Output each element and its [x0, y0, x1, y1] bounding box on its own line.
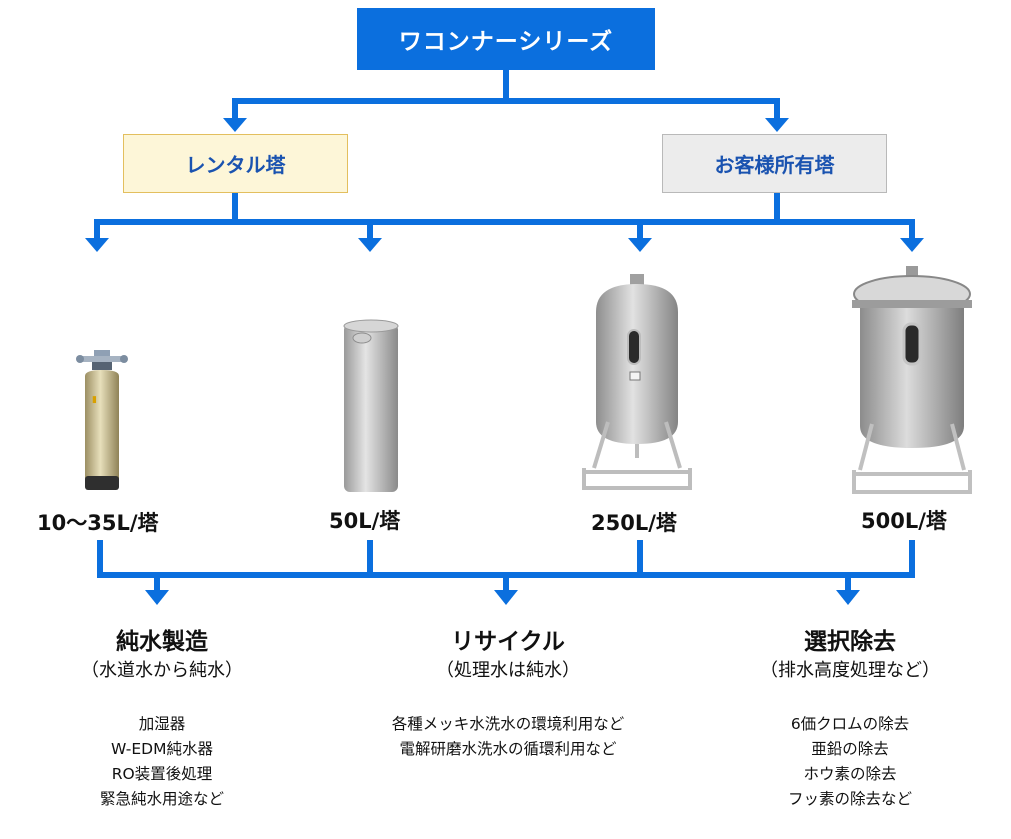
- arrow-down-icon: [145, 590, 169, 605]
- use-item: 各種メッキ水洗水の環境利用など: [391, 715, 625, 733]
- use-item: RO装置後処理: [111, 765, 213, 783]
- arrow-down-icon: [765, 118, 789, 132]
- application-title: 選択除去: [804, 629, 896, 655]
- use-item: ホウ素の除去: [803, 765, 897, 783]
- application-subtitle: （処理水は純水）: [436, 660, 580, 681]
- capacity-label: 500L/塔: [861, 509, 947, 533]
- use-item: フッ素の除去など: [787, 790, 912, 808]
- use-item: 6価クロムの除去: [790, 715, 910, 733]
- application-subtitle: （水道水から純水）: [81, 660, 243, 681]
- arrow-down-icon: [900, 238, 924, 252]
- use-item: 加湿器: [138, 715, 186, 733]
- application-subtitle: （排水高度処理など）: [760, 660, 940, 681]
- owned-tower-box: お客様所有塔: [662, 134, 887, 193]
- application-title: 純水製造: [116, 629, 208, 655]
- use-item: 亜鉛の除去: [811, 740, 889, 758]
- rental-tower-box: レンタル塔: [123, 134, 348, 193]
- svg-text:▮: ▮: [92, 395, 97, 405]
- arrow-down-icon: [223, 118, 247, 132]
- arrow-down-icon: [85, 238, 109, 252]
- use-item: 緊急純水用途など: [99, 790, 224, 808]
- capacity-label: 250L/塔: [591, 511, 677, 535]
- capacity-label: 50L/塔: [329, 509, 401, 533]
- use-item: W-EDM純水器: [111, 740, 213, 758]
- arrow-down-icon: [358, 238, 382, 252]
- application-uses-list: 各種メッキ水洗水の環境利用など 電解研磨水洗水の循環利用など: [338, 712, 678, 762]
- application-title: リサイクル: [451, 629, 565, 655]
- arrow-down-icon: [628, 238, 652, 252]
- application-uses-list: 6価クロムの除去 亜鉛の除去 ホウ素の除去 フッ素の除去など: [680, 712, 1011, 812]
- series-title: ワコンナーシリーズ: [357, 8, 655, 70]
- arrow-down-icon: [836, 590, 860, 605]
- tank-small-image: ▮: [76, 350, 128, 490]
- use-item: 電解研磨水洗水の循環利用など: [399, 740, 617, 758]
- tank-500l-image: [852, 266, 972, 494]
- tank-250l-image: [582, 274, 692, 490]
- connector-group: [94, 70, 915, 592]
- application-uses-list: 加湿器 W-EDM純水器 RO装置後処理 緊急純水用途など: [0, 712, 332, 812]
- tank-50l-image: [343, 319, 399, 492]
- arrow-down-icon: [494, 590, 518, 605]
- capacity-label: 10〜35L/塔: [37, 511, 159, 535]
